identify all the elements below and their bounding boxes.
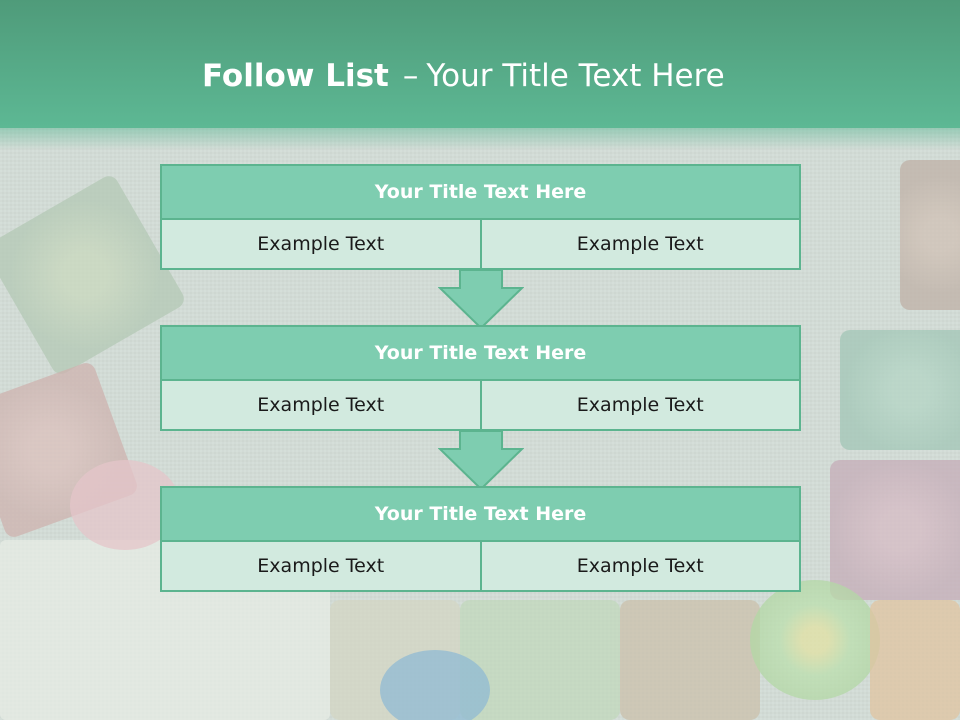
title-rest: Your Title Text Here — [426, 58, 725, 94]
list-block-3: Your Title Text Here Example Text Exampl… — [160, 486, 801, 592]
crochet-flower-decoration — [750, 580, 880, 700]
list-block-1: Your Title Text Here Example Text Exampl… — [160, 164, 801, 270]
block-title: Your Title Text Here — [160, 486, 801, 542]
block-cell-left: Example Text — [160, 542, 482, 592]
block-cell-left: Example Text — [160, 381, 482, 431]
block-title: Your Title Text Here — [160, 164, 801, 220]
header-bar — [0, 0, 960, 128]
thread-spool-decoration — [900, 160, 960, 310]
thread-spool-decoration — [840, 330, 960, 450]
title-dash: – — [402, 58, 419, 94]
block-cell-right: Example Text — [481, 381, 801, 431]
crochet-flower-decoration — [380, 650, 490, 720]
down-arrow-icon — [438, 431, 524, 491]
block-cell-right: Example Text — [481, 542, 801, 592]
block-cell-right: Example Text — [481, 220, 801, 270]
thread-spool-decoration — [830, 460, 960, 600]
down-arrow-icon — [438, 270, 524, 330]
block-title: Your Title Text Here — [160, 325, 801, 381]
block-cell-left: Example Text — [160, 220, 482, 270]
title-bold: Follow List — [202, 58, 389, 94]
thread-spool-decoration — [870, 600, 960, 720]
block-row: Example Text Example Text — [160, 220, 801, 270]
thread-spool-decoration — [620, 600, 760, 720]
block-row: Example Text Example Text — [160, 542, 801, 592]
slide-title: Follow List–Your Title Text Here — [202, 56, 725, 96]
list-block-2: Your Title Text Here Example Text Exampl… — [160, 325, 801, 431]
block-row: Example Text Example Text — [160, 381, 801, 431]
